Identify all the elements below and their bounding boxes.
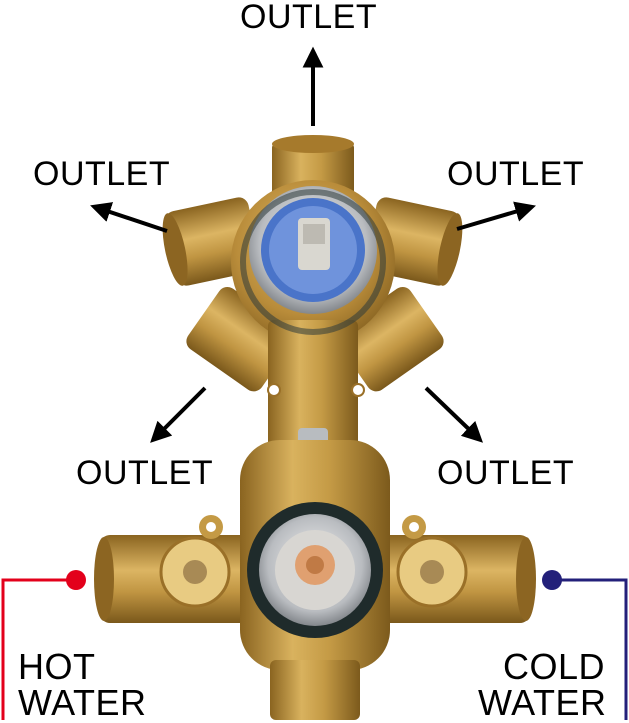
cold-inlet-dot [542,570,562,590]
hot-water-label-line1: HOT [18,646,96,687]
arrow-upper-left-icon [90,202,168,233]
hot-water-label-line2: WATER [18,682,147,723]
outlet-label-top: OUTLET [240,0,378,36]
hot-inlet-dot [66,570,86,590]
outlet-label-upper-left: OUTLET [33,155,171,193]
outlet-label-upper-right: OUTLET [447,155,585,193]
valve-stem [268,320,358,450]
outlet-label-lower-left: OUTLET [76,454,214,492]
arrow-upper-right-icon [456,201,536,231]
arrow-lower-right-icon [424,386,483,443]
cold-water-label-line2: WATER [478,682,607,723]
hot-inlet-line [1,578,76,720]
bottom-outlet-stub [270,660,360,720]
cold-water-label-line1: COLD [503,646,606,687]
outlet-label-lower-right: OUTLET [437,454,575,492]
arrow-lower-left-icon [150,386,207,443]
cold-inlet-line [552,578,628,720]
